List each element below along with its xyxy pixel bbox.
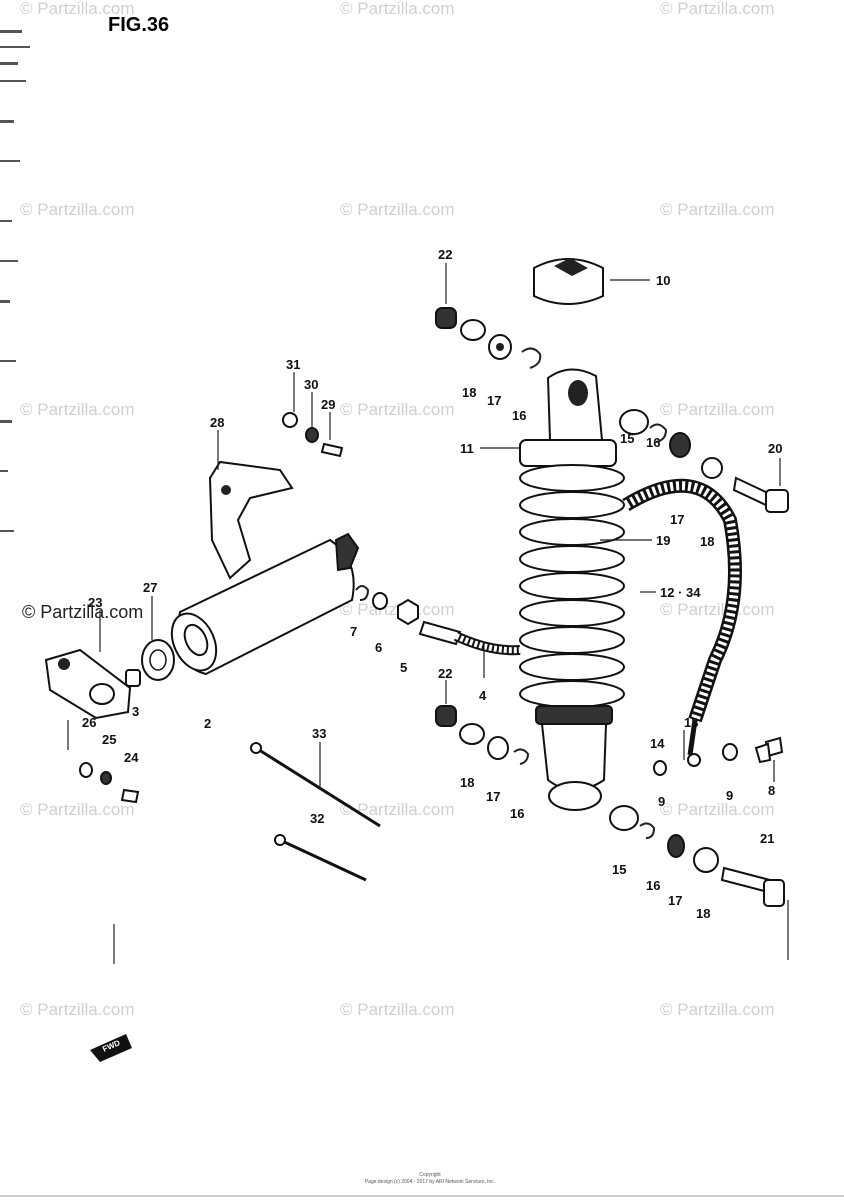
callout: 12 · 34 [660, 585, 701, 600]
callout: 5 [400, 660, 407, 675]
bracket-part [208, 460, 294, 580]
rubber-cap-part [533, 258, 604, 305]
callout: 18 [700, 534, 714, 549]
shock-absorber-part [519, 368, 625, 811]
watermark: © Partzilla.com [660, 1000, 775, 1019]
callout: 32 [310, 811, 324, 826]
reservoir-hose-part [622, 478, 742, 767]
hose-fittings [355, 585, 521, 656]
callout: 27 [143, 580, 157, 595]
callout: 7 [350, 624, 357, 639]
callout: 16 [646, 435, 660, 450]
callout: 8 [768, 783, 775, 798]
watermark: © Partzilla.com [20, 0, 135, 18]
watermark: © Partzilla.com [22, 602, 143, 622]
watermark: © Partzilla.com [660, 600, 775, 619]
watermark: © Partzilla.com [660, 0, 775, 18]
callout: 9 [726, 788, 733, 803]
callout: 6 [375, 640, 382, 655]
callout: 4 [479, 688, 487, 703]
callout: 14 [650, 736, 665, 751]
callout: 3 [132, 704, 139, 719]
callout: 30 [304, 377, 318, 392]
callout: 16 [512, 408, 526, 423]
callout: 19 [656, 533, 670, 548]
callout: 24 [124, 750, 139, 765]
figure-title: FIG.36 [108, 14, 169, 36]
watermark: © Partzilla.com [340, 800, 455, 819]
callout: 22 [438, 666, 452, 681]
tie-rods [250, 742, 381, 882]
callout: 15 [612, 862, 626, 877]
upper-right-bushings [619, 409, 789, 513]
watermark: © Partzilla.com [340, 0, 455, 18]
watermark: © Partzilla.com [660, 200, 775, 219]
callout: 16 [646, 878, 660, 893]
clamp-part [44, 639, 175, 720]
lower-right-hardware [653, 736, 784, 776]
top-spacer-parts [435, 307, 542, 369]
watermark: © Partzilla.com [20, 200, 135, 219]
callout: 20 [768, 441, 782, 456]
copyright-line: Copyright [419, 1172, 441, 1178]
callout: 18 [696, 906, 710, 921]
callout-labels: 22 10 18 17 16 31 30 29 28 11 15 16 17 2… [82, 247, 782, 921]
watermark: © Partzilla.com [340, 200, 455, 219]
callout: 26 [82, 715, 96, 730]
callout: 21 [760, 831, 774, 846]
leader-lines [67, 263, 789, 964]
callout: 17 [487, 393, 501, 408]
callout: 18 [462, 385, 476, 400]
callout: 28 [210, 415, 224, 430]
watermark: © Partzilla.com [20, 800, 135, 819]
callout: 29 [321, 397, 335, 412]
clamp-hardware [79, 762, 140, 804]
lower-right-bushings [609, 805, 785, 907]
callout: 18 [460, 775, 474, 790]
watermark: © Partzilla.com [20, 400, 135, 419]
spring-part [519, 464, 625, 708]
watermark: © Partzilla.com [20, 1000, 135, 1019]
reservoir-part [170, 532, 360, 676]
watermark: © Partzilla.com [340, 400, 455, 419]
callout: 2 [204, 716, 211, 731]
callout: 33 [312, 726, 326, 741]
callout: 10 [656, 273, 670, 288]
bracket-hardware [282, 412, 344, 458]
watermark: © Partzilla.com [660, 800, 775, 819]
watermarks: © Partzilla.com © Partzilla.com © Partzi… [20, 0, 775, 1019]
callout: 16 [510, 806, 524, 821]
callout: 17 [486, 789, 500, 804]
scan-noise [0, 30, 30, 532]
watermark: © Partzilla.com [340, 1000, 455, 1019]
callout: 9 [658, 794, 665, 809]
callout: 17 [668, 893, 682, 908]
callout: 31 [286, 357, 300, 372]
callout: 22 [438, 247, 452, 262]
lower-spacer-parts [435, 705, 530, 765]
callout: 13 [684, 715, 698, 730]
callout: 15 [620, 431, 634, 446]
copyright-line: Page design (c) 2004 - 2017 by ARI Netwo… [365, 1179, 495, 1185]
watermark: © Partzilla.com [660, 400, 775, 419]
callout: 17 [670, 512, 684, 527]
callout: 11 [460, 441, 474, 456]
forward-arrow-icon: FWD [90, 1034, 132, 1062]
callout: 23 [88, 595, 102, 610]
callout: 25 [102, 732, 116, 747]
